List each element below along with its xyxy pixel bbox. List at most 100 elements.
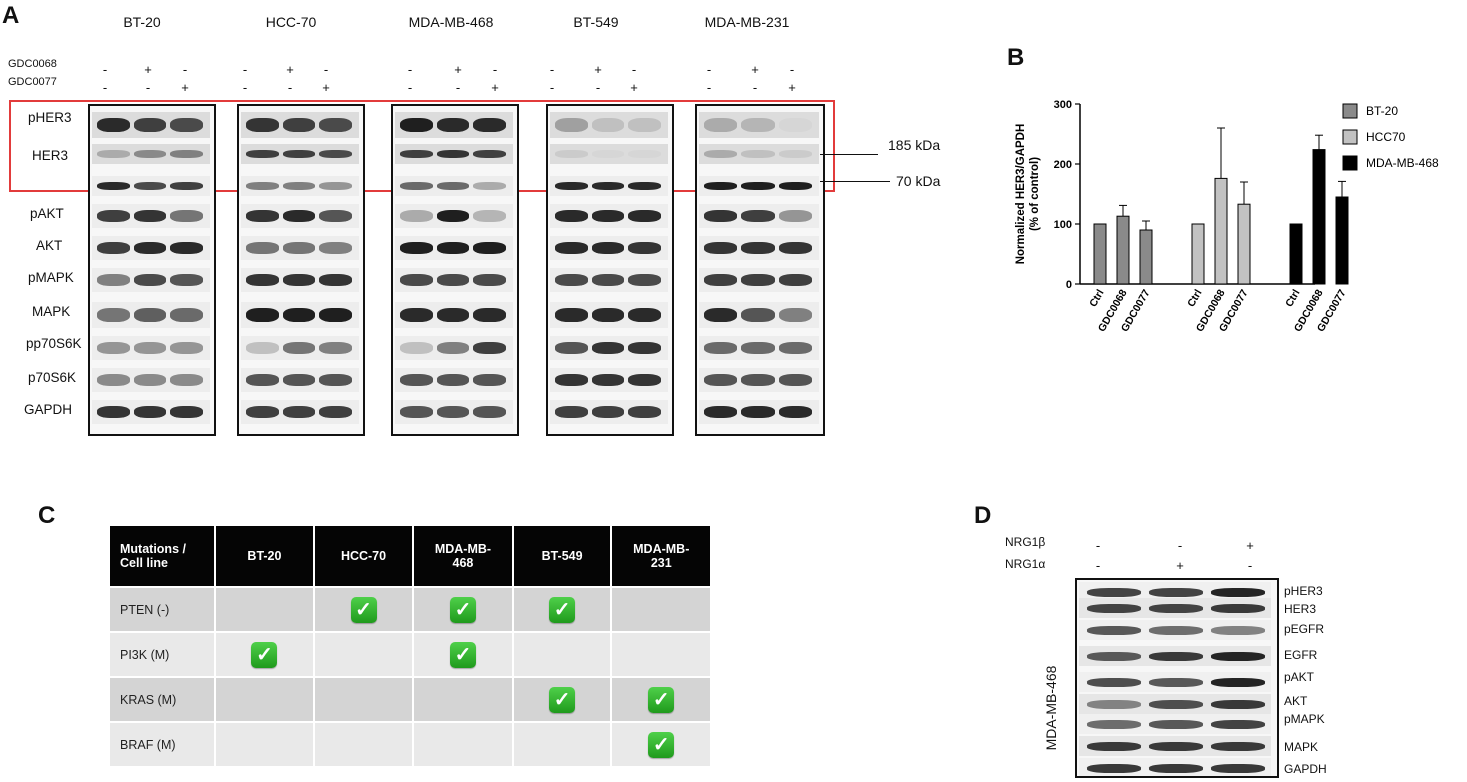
treatment-sign: - <box>242 62 248 77</box>
blot-band <box>282 118 316 132</box>
treatment-sign: + <box>1246 538 1254 553</box>
blot-band <box>555 406 588 418</box>
blot-band <box>555 118 588 132</box>
blot-band <box>133 274 167 286</box>
blot-band <box>246 374 279 386</box>
treatment-sign: + <box>322 80 330 95</box>
blot-band <box>133 342 167 354</box>
blot-band <box>473 210 506 222</box>
treatment-sign: - <box>1177 538 1183 553</box>
legend-label: HCC70 <box>1366 130 1406 144</box>
blot-band <box>1149 742 1203 751</box>
blot-band <box>436 182 470 190</box>
blot-band <box>170 406 203 418</box>
table-cell: ✓ <box>414 633 512 676</box>
blot-band <box>1087 720 1141 729</box>
blot-band <box>1087 604 1141 613</box>
header-text: MDA-MB- 468 <box>434 542 492 570</box>
blot-band <box>1149 626 1203 635</box>
blot-band <box>400 274 433 286</box>
checkmark-icon: ✓ <box>648 731 675 758</box>
treatment-sign: - <box>407 62 413 77</box>
blot-band <box>741 342 775 354</box>
protein-label: AKT <box>36 238 63 253</box>
blot-band <box>400 342 433 354</box>
blot-band <box>282 308 316 322</box>
blot-band <box>170 210 203 222</box>
treatment-sign: + <box>181 80 189 95</box>
blot-band <box>628 210 661 222</box>
blot-band <box>473 274 506 286</box>
legend-swatch <box>1342 129 1358 145</box>
blot-band <box>778 118 812 132</box>
table-header-cell: MDA-MB- 468 <box>414 526 512 586</box>
blot-band <box>282 182 316 190</box>
table-cell <box>513 633 611 676</box>
treatment-sign: - <box>631 62 637 77</box>
blot-band <box>555 242 588 254</box>
blot-band <box>778 308 812 322</box>
protein-label: GAPDH <box>1284 762 1327 776</box>
blot-band <box>628 118 661 132</box>
blot-band <box>133 242 167 254</box>
blot-band <box>778 210 812 222</box>
blot-band <box>628 242 661 254</box>
blot-band <box>133 406 167 418</box>
treatment-sign: + <box>630 80 638 95</box>
blot-band <box>555 274 588 286</box>
blot-band <box>97 308 130 322</box>
treatment-sign: + <box>491 80 499 95</box>
treatment-sign: - <box>407 80 413 95</box>
blot-band <box>741 118 775 132</box>
blot-band <box>1149 604 1203 613</box>
blot-band <box>97 406 130 418</box>
protein-label: GAPDH <box>24 402 73 417</box>
blot-band <box>282 242 316 254</box>
checkmark-icon: ✓ <box>648 686 675 713</box>
table-header-cell: HCC-70 <box>314 526 413 586</box>
blot-band <box>591 342 625 354</box>
blot-band <box>741 374 775 386</box>
treatment-sign: - <box>752 80 758 95</box>
table-cell: ✓ <box>612 723 710 766</box>
blot-band <box>246 150 279 158</box>
table-cell: ✓ <box>314 588 413 631</box>
blot-band <box>436 374 470 386</box>
blot-band <box>1211 652 1265 661</box>
blot-band <box>436 150 470 158</box>
blot-band <box>319 210 352 222</box>
treatment-sign: - <box>145 80 151 95</box>
blot-band <box>319 308 352 322</box>
table-cell: ✓ <box>612 678 710 721</box>
y-axis-label: (% of control) <box>1029 157 1041 231</box>
blot-band <box>246 182 279 190</box>
treatment-sign: - <box>182 62 188 77</box>
blot-band <box>591 308 625 322</box>
blot-band <box>778 150 812 158</box>
blot-band <box>170 118 203 132</box>
blot-band <box>1211 626 1265 635</box>
treatment-sign: - <box>1247 558 1253 573</box>
blot-box <box>546 104 674 436</box>
blot-band <box>133 210 167 222</box>
protein-label: pHER3 <box>1284 584 1323 598</box>
blot-band <box>591 242 625 254</box>
y-tick-label: 300 <box>1054 99 1072 111</box>
protein-label: pAKT <box>30 206 64 221</box>
blot-band <box>1087 764 1141 773</box>
blot-band <box>1149 764 1203 773</box>
blot-band <box>436 118 470 132</box>
blot-band <box>591 118 625 132</box>
bar <box>1214 177 1228 285</box>
protein-label: pMAPK <box>28 270 74 285</box>
blot-band <box>778 374 812 386</box>
cell-line-title: BT-549 <box>573 14 619 30</box>
blot-band <box>1211 764 1265 773</box>
treatment-sign: - <box>1095 558 1101 573</box>
marker-185kda: 185 kDa <box>888 137 941 153</box>
bar <box>1116 215 1130 285</box>
blot-band <box>170 182 203 190</box>
blot-band <box>473 182 506 190</box>
treatment-sign: + <box>286 62 294 77</box>
blot-band <box>778 342 812 354</box>
